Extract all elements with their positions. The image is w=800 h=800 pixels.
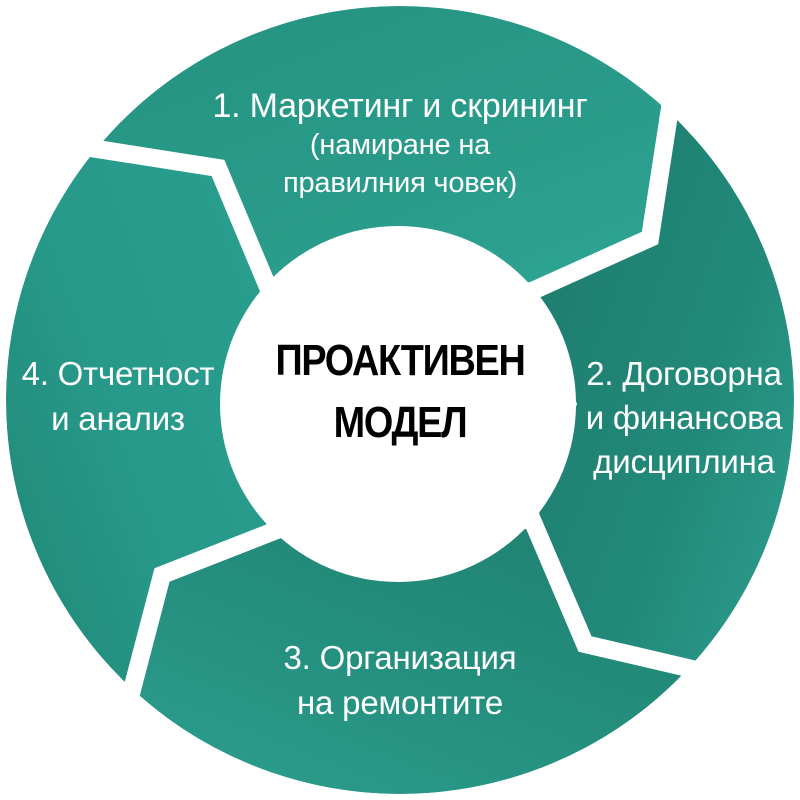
- step-2-label: 2. Договорна и финансова дисциплина: [578, 352, 790, 485]
- step-1-subtitle-line-2: правилния човек): [282, 167, 518, 200]
- step-3-line-1: 3. Организация: [283, 639, 517, 676]
- center-circle: [220, 226, 576, 582]
- segment-1-shape: [40, 6, 794, 285]
- step-2-line-2: и финансова: [585, 399, 783, 437]
- center-title-line-1: ПРОАКТИВЕН: [275, 336, 525, 385]
- center-title: ПРОАКТИВЕН МОДЕЛ: [247, 330, 553, 453]
- center-title-line-2: МОДЕЛ: [333, 397, 468, 447]
- step-3-label: 3. Организация на ремонтите: [260, 636, 540, 726]
- step-3-line-2: на ремонтите: [297, 683, 503, 721]
- segment-dividers: [38, 93, 708, 708]
- step-4-label: 4. Отчетност и анализ: [8, 352, 228, 442]
- step-1-title: 1. Маркетинг и скрининг: [212, 87, 588, 125]
- step-2-line-3: дисциплина: [593, 443, 775, 481]
- step-4-line-2: и анализ: [51, 399, 185, 437]
- segment-4-shape: [6, 6, 275, 760]
- step-1-subtitle-line-1: (намиране на: [309, 129, 491, 162]
- step-2-line-1: 2. Договорна: [586, 355, 782, 392]
- step-1-label: 1. Маркетинг и скрининг (намиране на пра…: [190, 86, 610, 203]
- step-4-line-1: 4. Отчетност: [21, 355, 215, 392]
